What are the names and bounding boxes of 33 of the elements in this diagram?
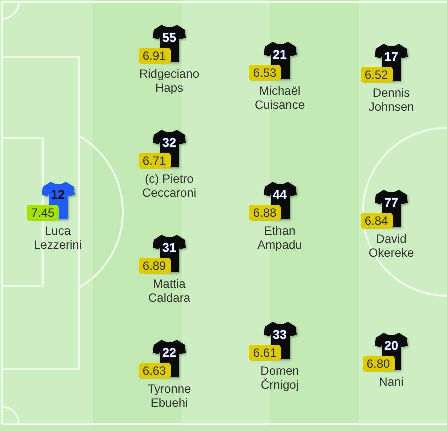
jersey-number: 32 <box>162 136 176 150</box>
jersey-number: 44 <box>273 188 287 202</box>
player-name: (c) Pietro Ceccaroni <box>141 173 198 200</box>
rating-badge: 6.71 <box>138 152 170 168</box>
player-name: Tyronne Ebuehi <box>146 383 192 410</box>
rating-badge: 7.45 <box>27 204 59 220</box>
player-name: Michaël Cuisance <box>254 85 306 112</box>
rating-badge: 6.52 <box>360 66 392 82</box>
jersey-number: 22 <box>162 346 176 360</box>
jersey-number: 33 <box>273 328 287 342</box>
rating-badge: 6.91 <box>138 48 170 64</box>
jersey-number: 12 <box>51 188 65 202</box>
player-name: Mattia Caldara <box>147 278 192 305</box>
jersey-number: 20 <box>384 339 398 353</box>
rating-badge: 6.89 <box>138 258 170 274</box>
rating-badge: 6.84 <box>360 212 392 228</box>
jersey-number: 21 <box>273 48 287 62</box>
rating-badge: 6.53 <box>249 64 281 80</box>
rating-badge: 6.80 <box>362 356 394 372</box>
player-name: Ridgeciano Haps <box>138 68 201 95</box>
rating-badge: 6.61 <box>249 344 281 360</box>
jersey-number: 77 <box>384 196 398 210</box>
player-name: Luca Lezzerini <box>32 225 84 252</box>
player-name: Domen Črnigoj <box>260 365 300 392</box>
player-name: Nani <box>378 376 405 390</box>
player-name: David Okereke <box>368 233 416 260</box>
jersey-number: 17 <box>384 50 398 64</box>
rating-badge: 6.88 <box>249 204 281 220</box>
jersey-number: 31 <box>162 241 176 255</box>
player-name: Ethan Ampadu <box>256 225 304 252</box>
player-name: Dennis Johnsen <box>368 87 416 114</box>
jersey-number: 55 <box>162 31 176 45</box>
rating-badge: 6.63 <box>138 362 170 378</box>
